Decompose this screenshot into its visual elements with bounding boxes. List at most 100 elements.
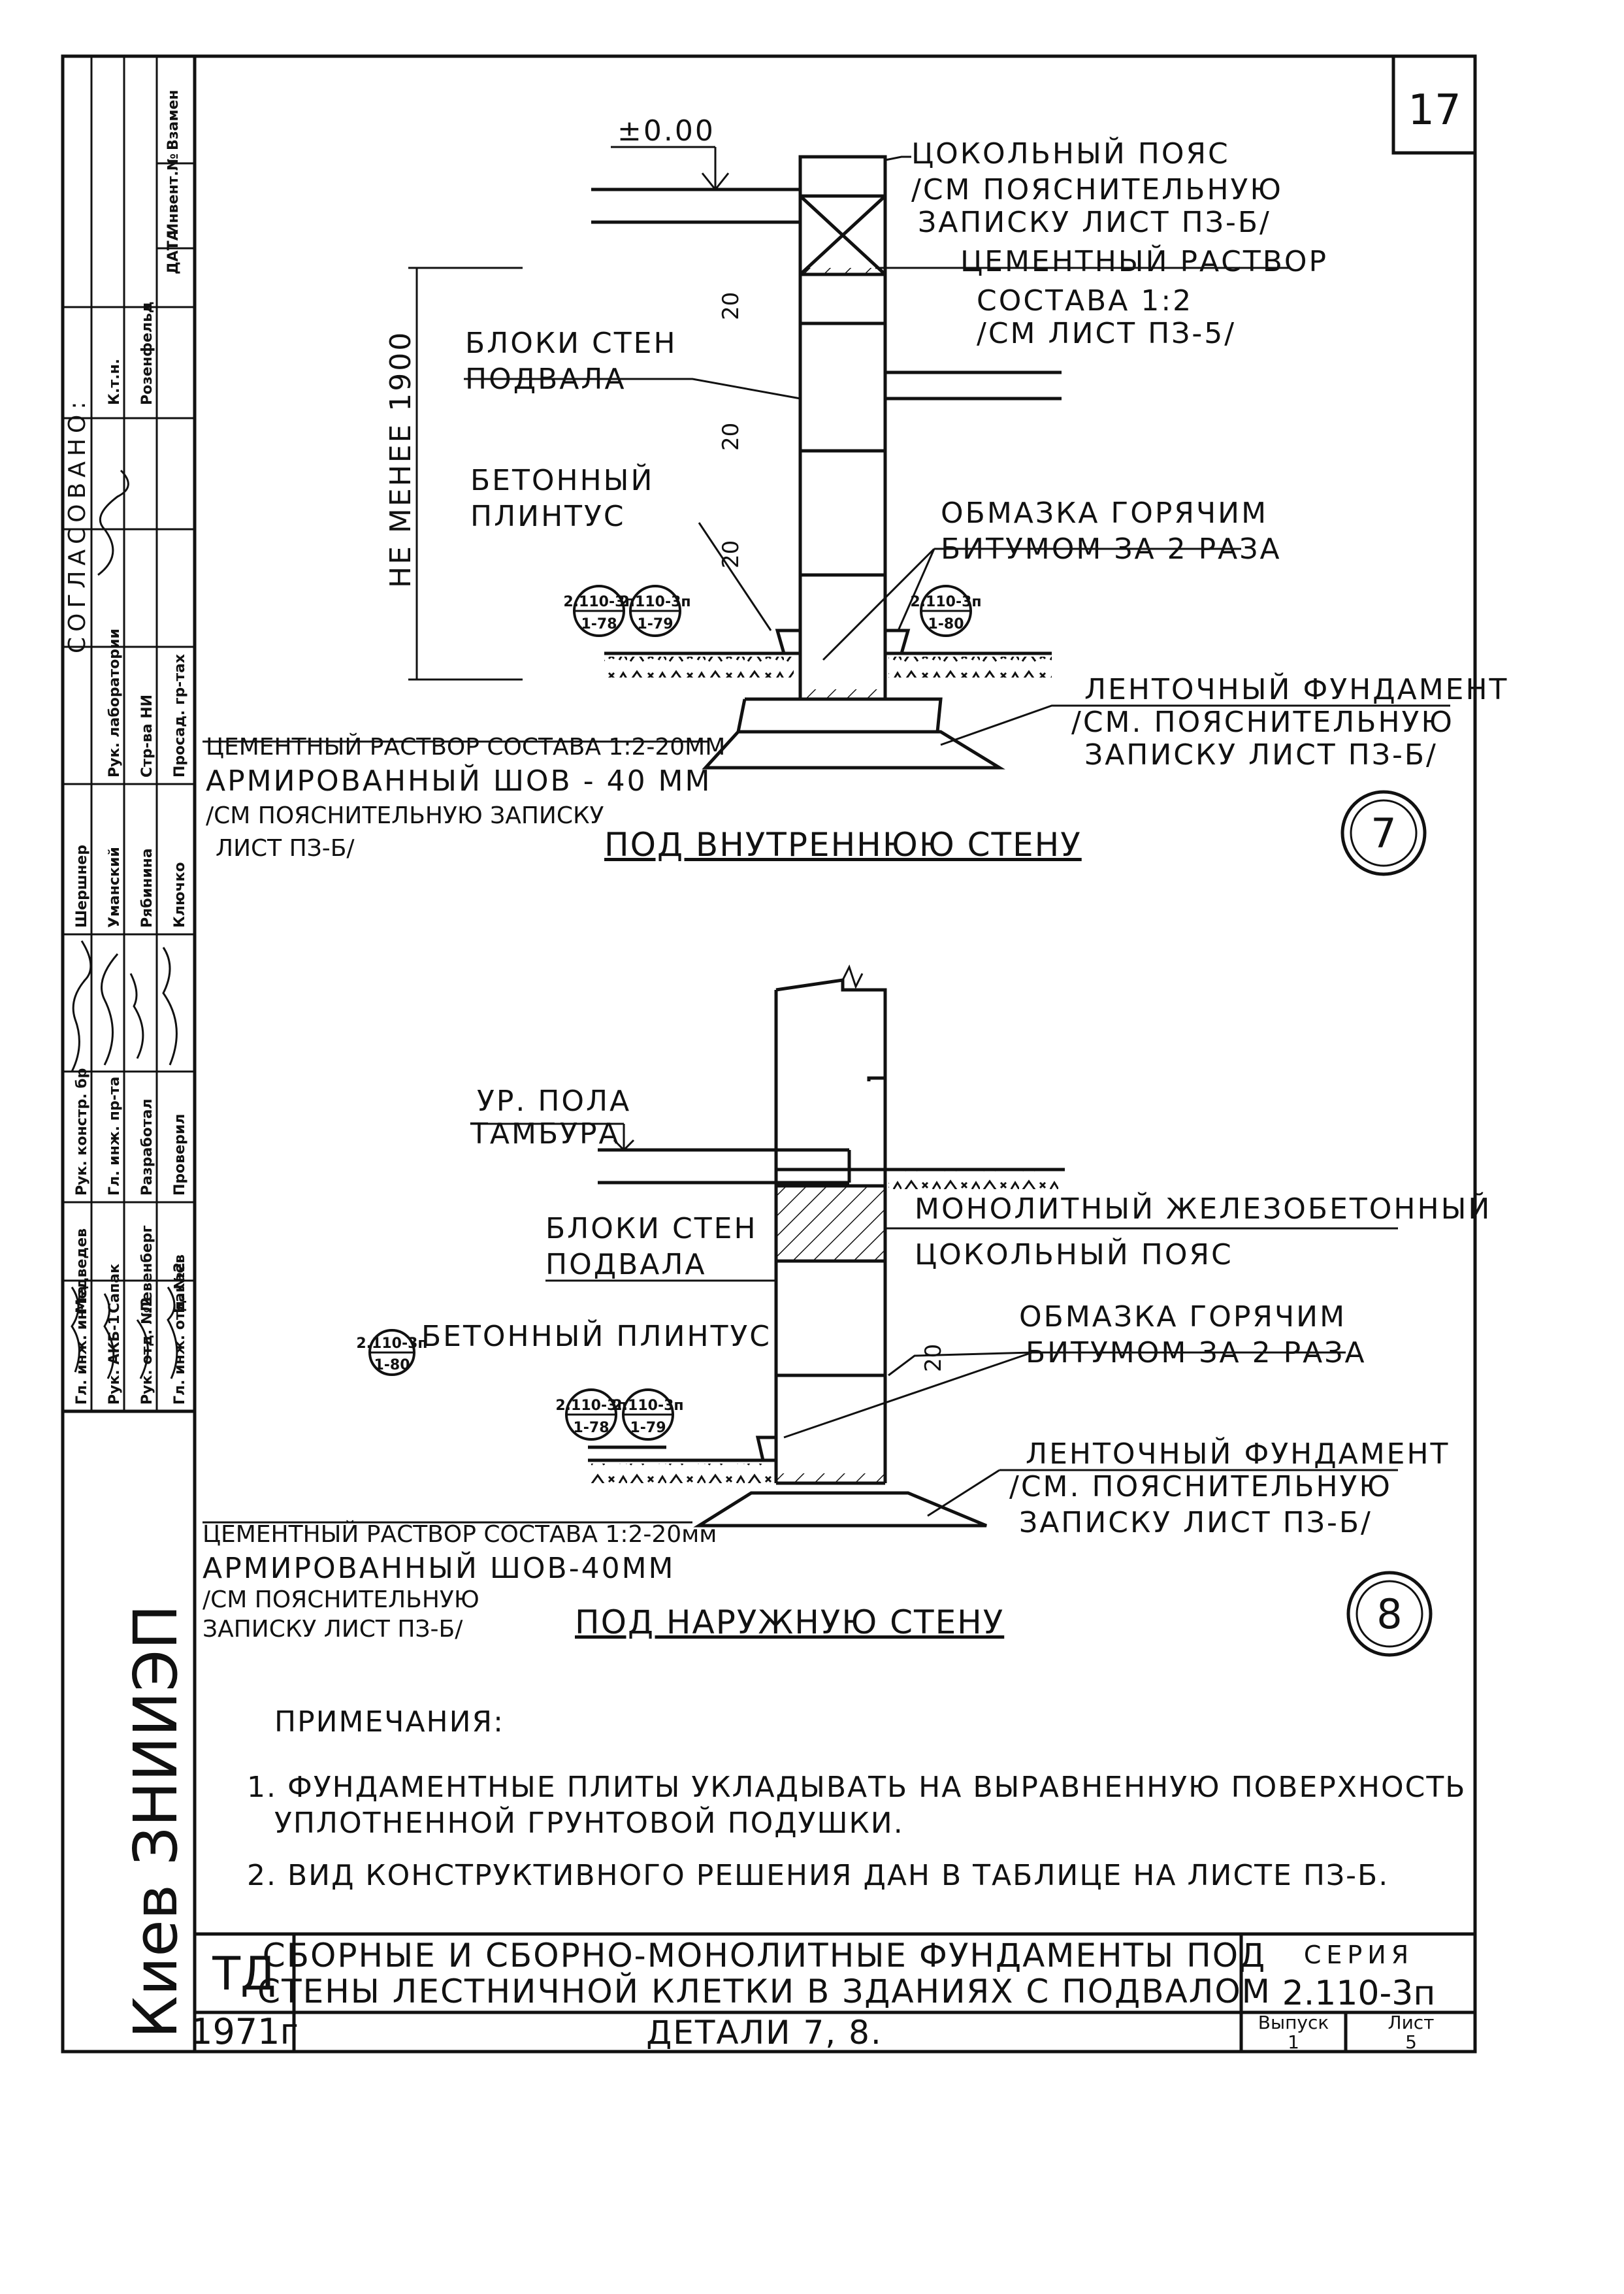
d8-bitumen-1: ОБМАЗКА ГОРЯЧИМ — [1019, 1300, 1346, 1334]
stamp-role-title: Проверил — [172, 1114, 188, 1196]
d7-dim-20: 20 — [718, 423, 744, 451]
d7-plinth-belt-ref-2: ЗАПИСКУ ЛИСТ ПЗ-Б/ — [918, 206, 1271, 239]
stamp-role-name: Медведев — [74, 1228, 90, 1313]
d7-min-height: НЕ МЕНЕЕ 1900 — [384, 331, 417, 588]
d8-strip-foundation-ref-2: ЗАПИСКУ ЛИСТ ПЗ-Б/ — [1019, 1506, 1372, 1539]
stamp-agreed-title: Рук. лаборатории — [106, 629, 123, 778]
issue-label: Выпуск — [1258, 2012, 1329, 2033]
d8-strip-foundation: ЛЕНТОЧНЫЙ ФУНДАМЕНТ — [1026, 1436, 1450, 1471]
sheet-number: 17 — [1408, 86, 1461, 135]
detail-8-hatch — [591, 1171, 1058, 1483]
stamp-agreed-name: К.т.н. — [106, 359, 123, 405]
ref-bottom: 1-80 — [928, 616, 964, 632]
issue-value: 1 — [1288, 2031, 1299, 2053]
notes-item-1: 1. ФУНДАМЕНТНЫЕ ПЛИТЫ УКЛАДЫВАТЬ НА ВЫРА… — [247, 1771, 1466, 1804]
section-ref-mark: 2.110-3п 1-80 — [356, 1329, 428, 1376]
ref-bottom: 1-80 — [374, 1357, 410, 1373]
title-code: ТД — [212, 1947, 276, 2001]
stamp-inv-no: Инвент.№ — [165, 154, 182, 235]
title-block — [195, 1932, 1475, 2052]
d7-cement-mortar-ref-1: СОСТАВА 1:2 — [977, 284, 1193, 318]
d8-caption: ПОД НАРУЖНУЮ СТЕНУ — [575, 1603, 1004, 1641]
ref-top: 2.110-3п — [356, 1335, 427, 1352]
d7-reinforced-seam-ref-1: /СМ ПОЯСНИТЕЛЬНУЮ ЗАПИСКУ — [206, 802, 604, 829]
stamp-role-title: Рук. констр. бр — [74, 1068, 90, 1196]
d8-strip-foundation-ref-1: /СМ. ПОЯСНИТЕЛЬНУЮ — [1009, 1470, 1392, 1503]
ref-bottom: 1-78 — [581, 616, 617, 632]
ref-top: 2.110-3п — [619, 594, 690, 610]
sheet-label: Лист — [1388, 2012, 1435, 2033]
d8-monolithic-belt-1: МОНОЛИТНЫЙ ЖЕЛЕЗОБЕТОННЫЙ — [915, 1191, 1491, 1226]
ref-top: 2.110-3п — [612, 1398, 683, 1414]
stamp-role-name: Уманский — [106, 847, 123, 928]
ref-top: 2.110-3п — [563, 594, 634, 610]
d8-reinforced-seam: АРМИРОВАННЫЙ ШОВ-40ММ — [203, 1550, 675, 1585]
d7-reinforced-seam-ref-2: ЛИСТ ПЗ-Б/ — [216, 835, 355, 862]
stamp-role-title: Разработал — [139, 1098, 155, 1196]
stamp-agreed: СОГЛАСОВАНО: — [64, 397, 91, 653]
d8-wall-blocks-1: БЛОКИ СТЕН — [545, 1212, 758, 1245]
stamp-org: Киев ЗНИИЭП — [121, 1605, 191, 2039]
d7-detail-marker: 7 — [1340, 790, 1427, 876]
section-ref-mark: 2.110-3п 1-80 — [910, 585, 982, 637]
d7-caption: ПОД ВНУТРЕННЮЮ СТЕНУ — [604, 826, 1082, 864]
section-ref-mark: 2.110-3п 1-79 — [619, 585, 691, 637]
d8-detail-marker: 8 — [1346, 1571, 1433, 1657]
series-label: СЕРИЯ — [1304, 1941, 1414, 1969]
stamp-agreed-title: Стр-ва НИ — [139, 695, 155, 778]
signature-marks — [71, 469, 178, 1379]
sheet-value: 5 — [1405, 2031, 1417, 2053]
stamp-role-title: Гл. инж. ин-та — [74, 1286, 90, 1405]
d8-dim-20: 20 — [920, 1344, 947, 1372]
d7-ref-circles: 2.110-3п 1-78 2.110-3п 1-79 2.110-3п 1-8… — [563, 585, 982, 637]
d7-mortar-joint: ЦЕМЕНТНЫЙ РАСТВОР СОСТАВА 1:2-20ММ — [206, 733, 725, 761]
section-ref-mark: 2.110-3п 1-78 — [555, 1388, 627, 1441]
section-ref-mark: 2.110-3п 1-78 — [563, 585, 635, 637]
notes-item-2: 2. ВИД КОНСТРУКТИВНОГО РЕШЕНИЯ ДАН В ТАБ… — [247, 1859, 1389, 1892]
d7-concrete-plinth-2: ПЛИНТУС — [470, 500, 626, 533]
stamp-date: ДАТА — [165, 229, 182, 274]
d8-wall-blocks-2: ПОДВАЛА — [545, 1248, 707, 1281]
ref-bottom: 1-78 — [573, 1420, 609, 1436]
d7-wall-blocks-1: БЛОКИ СТЕН — [465, 327, 677, 360]
detail-8-drawing — [203, 964, 1398, 1528]
notes-item-1-cont: УПЛОТНЕННОЙ ГРУНТОВОЙ ПОДУШКИ. — [274, 1805, 904, 1840]
title-subtitle: ДЕТАЛИ 7, 8. — [646, 2014, 883, 2052]
d7-strip-foundation-ref-2: ЗАПИСКУ ЛИСТ ПЗ-Б/ — [1084, 738, 1438, 772]
d7-strip-foundation: ЛЕНТОЧНЫЙ ФУНДАМЕНТ — [1084, 672, 1508, 706]
d8-reinforced-seam-ref-2: ЗАПИСКУ ЛИСТ ПЗ-Б/ — [203, 1616, 463, 1643]
sheet-frame — [61, 54, 1477, 2054]
d7-cement-mortar: ЦЕМЕНТНЫЙ РАСТВОР — [960, 244, 1328, 278]
d7-plinth-belt-ref-1: /СМ ПОЯСНИТЕЛЬНУЮ — [911, 173, 1283, 206]
d7-plinth-belt: ЦОКОЛЬНЫЙ ПОЯС — [911, 136, 1230, 171]
d8-floor-level-2: ТАМБУРА — [470, 1117, 621, 1151]
title-line-2: СТЕНЫ ЛЕСТНИЧНОЙ КЛЕТКИ В ЗДАНИЯХ С ПОДВ… — [257, 1972, 1271, 2010]
d7-dim-20: 20 — [718, 292, 744, 320]
series-value: 2.110-3п — [1282, 1974, 1436, 2013]
d7-elevation: ±0.00 — [617, 114, 715, 148]
title-year: 1971г — [190, 2011, 299, 2052]
notes-heading: ПРИМЕЧАНИЯ: — [274, 1705, 504, 1739]
stamp-role-name: Шершнер — [74, 845, 90, 928]
d8-concrete-plinth: БЕТОННЫЙ ПЛИНТУС — [421, 1319, 771, 1353]
title-line-1: СБОРНЫЕ И СБОРНО-МОНОЛИТНЫЕ ФУНДАМЕНТЫ П… — [263, 1937, 1266, 1974]
detail-7-drawing — [203, 146, 1450, 770]
d7-wall-blocks-2: ПОДВАЛА — [465, 363, 626, 396]
d8-detail-number: 8 — [1376, 1590, 1402, 1638]
stamp-agreed-name: Розенфельд — [139, 301, 155, 405]
d7-cement-mortar-ref-2: /СМ ЛИСТ ПЗ-5/ — [977, 317, 1236, 350]
detail-7-wall-hatch — [802, 268, 884, 698]
d8-monolithic-belt-2: ЦОКОЛЬНЫЙ ПОЯС — [915, 1237, 1233, 1271]
section-ref-mark: 2.110-3п 1-79 — [612, 1388, 684, 1441]
d8-mortar-joint: ЦЕМЕНТНЫЙ РАСТВОР СОСТАВА 1:2-20мм — [203, 1520, 717, 1548]
d7-strip-foundation-ref-1: /СМ. ПОЯСНИТЕЛЬНУЮ — [1071, 706, 1454, 739]
stamp-role-name: Рябинина — [139, 848, 155, 928]
stamp-role-title: Рук. АКБ-1 — [106, 1315, 123, 1405]
d8-floor-level-1: УР. ПОЛА — [477, 1085, 631, 1118]
d8-reinforced-seam-ref-1: /СМ ПОЯСНИТЕЛЬНУЮ — [203, 1586, 479, 1613]
d7-reinforced-seam: АРМИРОВАННЫЙ ШОВ - 40 ММ — [206, 763, 711, 798]
d7-bitumen-1: ОБМАЗКА ГОРЯЧИМ — [941, 497, 1268, 530]
stamp-replace: Взамен — [165, 90, 182, 150]
d7-bitumen-2: БИТУМОМ ЗА 2 РАЗА — [941, 533, 1282, 566]
